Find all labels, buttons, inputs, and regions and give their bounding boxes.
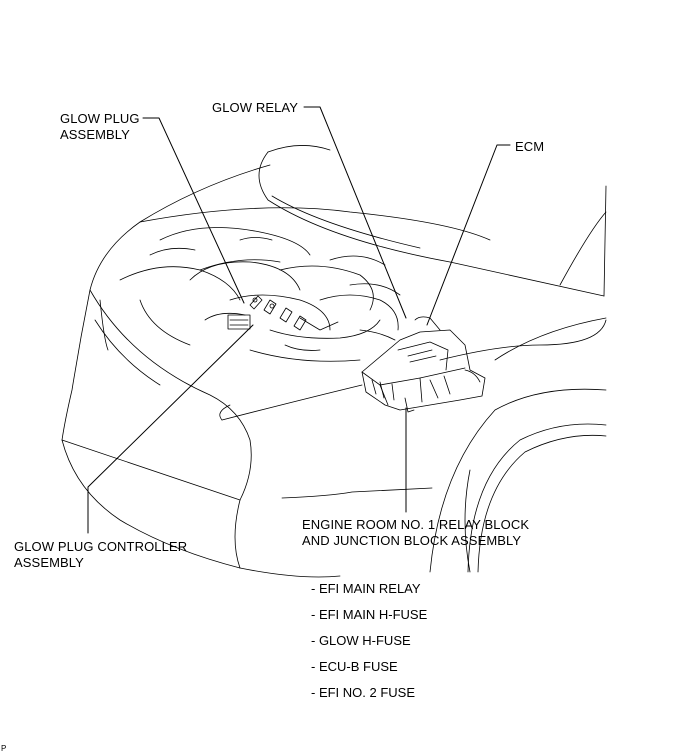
label-line: ASSEMBLY — [14, 555, 84, 570]
label-ecm: ECM — [515, 139, 545, 154]
relay-block-component-list: - EFI MAIN RELAY - EFI MAIN H-FUSE - GLO… — [311, 581, 427, 711]
label-line: ENGINE ROOM NO. 1 RELAY BLOCK — [302, 517, 530, 532]
label-relay-block: ENGINE ROOM NO. 1 RELAY BLOCK AND JUNCTI… — [302, 517, 529, 549]
label-glow-plug-controller: GLOW PLUG CONTROLLER ASSEMBLY — [14, 539, 187, 571]
hood-outline — [258, 145, 607, 297]
list-item: - GLOW H-FUSE — [311, 633, 411, 648]
wheel-arch-outline — [429, 388, 607, 573]
list-item: - ECU-B FUSE — [311, 659, 398, 674]
list-item: - EFI MAIN RELAY — [311, 581, 421, 596]
label-line: ASSEMBLY — [60, 127, 130, 142]
label-line: GLOW PLUG — [60, 111, 140, 126]
label-glow-relay: GLOW RELAY — [212, 100, 299, 115]
label-line: AND JUNCTION BLOCK ASSEMBLY — [302, 533, 522, 548]
list-item: - EFI NO. 2 FUSE — [311, 685, 416, 700]
label-glow-plug-assembly: GLOW PLUG ASSEMBLY — [60, 111, 140, 143]
relay-block-and-ecm — [361, 316, 486, 413]
label-line: GLOW PLUG CONTROLLER — [14, 539, 188, 554]
leader-lines — [87, 106, 511, 534]
corner-mark: P — [1, 744, 7, 753]
car-body-outline — [61, 164, 607, 569]
list-item: - EFI MAIN H-FUSE — [311, 607, 428, 622]
engine-details — [119, 227, 401, 362]
